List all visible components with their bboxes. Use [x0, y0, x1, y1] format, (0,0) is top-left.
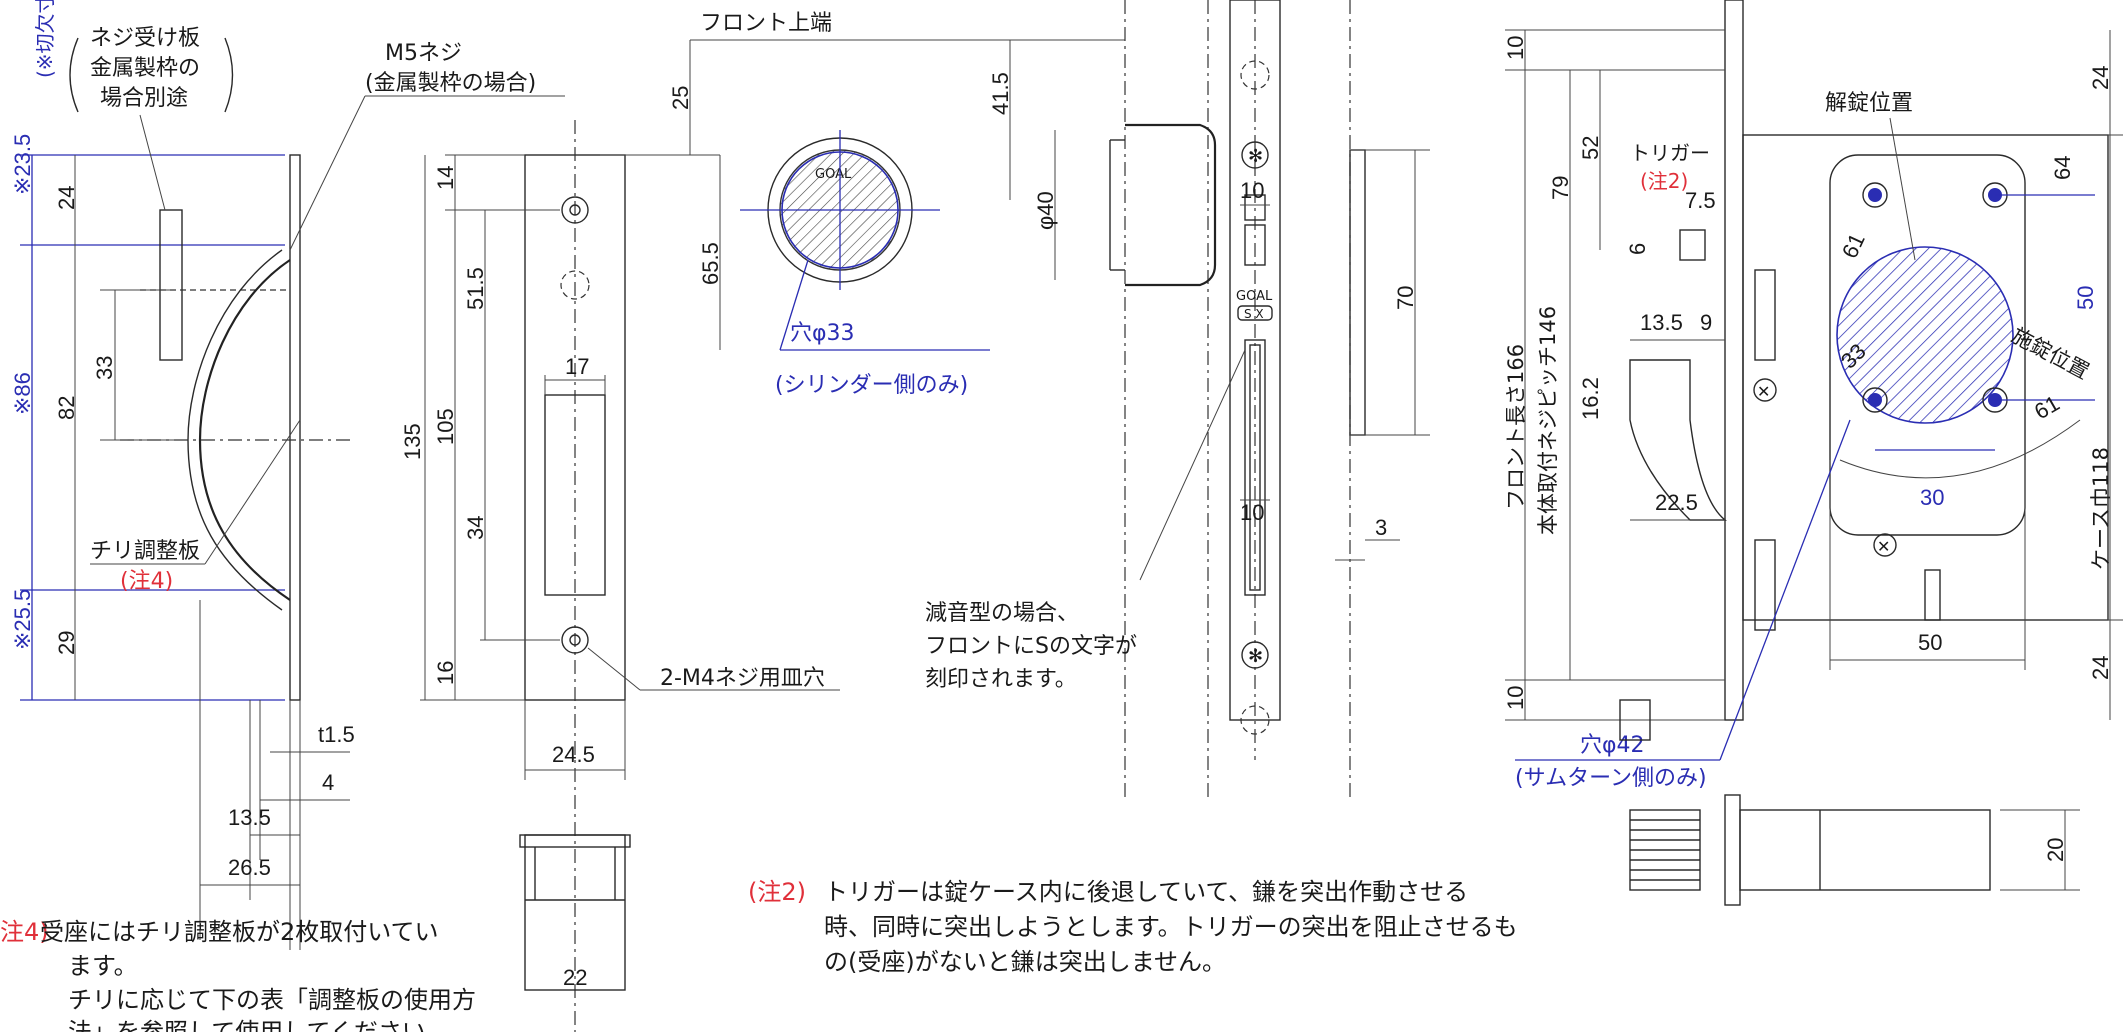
front-note-1: 減音型の場合、	[925, 601, 1079, 626]
screw-top: ✻	[1248, 146, 1263, 167]
label-m5-sub: (金属製枠の場合)	[365, 71, 536, 96]
m4-hole-label: 2-M4ネジ用皿穴	[660, 666, 825, 691]
dim-50v: 50	[2073, 286, 2098, 310]
dim-10a: 10	[1240, 178, 1264, 203]
note2-line2: 時、同時に突出しようとします。トリガーの突出を阻止させるも	[824, 913, 1518, 941]
case-width: ケース巾118	[2089, 447, 2113, 570]
dim-phi40: φ40	[1033, 191, 1058, 230]
dim-61a: 61	[1837, 229, 1870, 262]
dim-20: 20	[2043, 838, 2068, 862]
chiri-note: (注4)	[120, 569, 173, 594]
dim-52: 52	[1578, 136, 1603, 160]
trigger-label: トリガー	[1630, 141, 1710, 165]
thumb-hole: 穴φ42	[1580, 733, 1645, 758]
front-top-label: フロント上端	[700, 11, 832, 36]
note4-line2: ます。	[68, 952, 138, 980]
front-note-2: フロントにSの文字が	[925, 634, 1137, 659]
note2-tag: (注2)	[748, 878, 806, 906]
dim-t1-5: t1.5	[318, 722, 355, 747]
note4-line1: 受座にはチリ調整板が2枚取付いてい	[40, 918, 439, 946]
front-sx: S X	[1244, 307, 1264, 321]
note4-line4: 法」を参照して使用してください。	[68, 1018, 450, 1032]
lock-label: 施錠位置	[2008, 323, 2093, 384]
dim-22-5: 22.5	[1655, 490, 1698, 515]
dim-7-5: 7.5	[1685, 188, 1716, 213]
dim-26-5: 26.5	[228, 855, 271, 880]
dim-13-5-case: 13.5	[1640, 310, 1683, 335]
dim-25: 25	[668, 86, 693, 110]
dim-4: 4	[322, 770, 334, 795]
dim-16: 16	[433, 661, 458, 685]
dim-105: 105	[433, 408, 458, 445]
dim-9: 9	[1700, 310, 1712, 335]
unlock-label: 解錠位置	[1825, 91, 1913, 116]
dim-14: 14	[433, 166, 458, 190]
dim-82: 82	[54, 396, 79, 420]
dim-24-5: 24.5	[552, 742, 595, 767]
dim-22: 22	[563, 965, 587, 990]
label-metal1: 金属製枠の	[90, 56, 200, 81]
pitch-label: 本体取付ネジピッチ146	[1536, 306, 1560, 535]
dim-30: 30	[1920, 485, 1944, 510]
dim-10-top: 10	[1503, 36, 1528, 60]
note2-line1: トリガーは錠ケース内に後退していて、鎌を突出作動させる	[824, 878, 1468, 906]
dim-79: 79	[1548, 176, 1573, 200]
cylinder-view: フロント上端 25 65.5 GOAL 穴φ33 (シリンダー側のみ)	[600, 11, 1125, 398]
dim-10b: 10	[1240, 500, 1264, 525]
dim-13-5: 13.5	[228, 805, 271, 830]
dim-24b: 24	[2088, 656, 2113, 680]
dim-65-5: 65.5	[698, 242, 723, 285]
dim-23-5: ※23.5	[10, 134, 35, 195]
dim-24: 24	[54, 186, 79, 210]
dim-34: 34	[463, 516, 488, 540]
cyl-hole-sub: (シリンダー側のみ)	[775, 373, 968, 398]
dim-50h: 50	[1918, 630, 1942, 655]
label-metal2: 場合別途	[100, 86, 188, 111]
notes: (注2) トリガーは錠ケース内に後退していて、鎌を突出作動させる 時、同時に突出…	[0, 878, 1518, 1032]
dim-61b: 61	[2030, 390, 2064, 424]
cyl-hole: 穴φ33	[790, 321, 855, 346]
note2-line3: の(受座)がないと鎌は突出しません。	[824, 948, 1226, 976]
screw-bottom: ✻	[1248, 646, 1263, 667]
lock-front-view: 41.5 φ40 ✻ 10 GOAL S X ✻ 10 70 3 減音型の場合、…	[925, 0, 1430, 800]
dim-29: 29	[54, 631, 79, 655]
dim-3: 3	[1375, 515, 1387, 540]
dim-86: ※86	[10, 372, 35, 415]
front-note-3: 刻印されます。	[925, 667, 1077, 692]
cut-dim-note: (※切欠寸法)	[33, 0, 57, 78]
trigger-note: (注2)	[1640, 169, 1688, 193]
thumb-hole-sub: (サムターン側のみ)	[1515, 766, 1707, 791]
front-logo: GOAL	[1236, 289, 1273, 304]
case-screw-1: ✕	[1757, 382, 1770, 401]
dim-24a: 24	[2088, 66, 2113, 90]
dim-17: 17	[565, 354, 589, 379]
dim-51-5: 51.5	[463, 267, 488, 310]
dim-25-5: ※25.5	[10, 589, 35, 650]
dim-64: 64	[2050, 156, 2075, 180]
dim-33: 33	[92, 356, 117, 380]
front-strike-plate: 17 14 51.5 135 105 34 16 2-M4ネジ用皿穴 24.5 …	[400, 120, 840, 1032]
dim-70: 70	[1393, 286, 1418, 310]
chiri-label: チリ調整板	[90, 539, 200, 564]
dim-16-2: 16.2	[1578, 377, 1603, 420]
dim-41-5: 41.5	[988, 72, 1013, 115]
dim-135: 135	[400, 423, 425, 460]
strike-side-view: (※切欠寸法) ※23.5 ※86 ※25.5 24 82 29 33 ネジ受け…	[10, 0, 565, 950]
note4-line3: チリに応じて下の表「調整板の使用方	[68, 986, 476, 1014]
label-m5: M5ネジ	[385, 41, 462, 66]
dim-6: 6	[1625, 243, 1650, 255]
front-length: フロント長さ166	[1504, 344, 1528, 510]
cyl-logo: GOAL	[815, 167, 852, 182]
dim-10-bot: 10	[1503, 686, 1528, 710]
note4-tag: 注4)	[0, 918, 49, 946]
lock-case-view: 10 10 フロント長さ166 本体取付ネジピッチ146 52 79 トリガー …	[1503, 0, 2123, 906]
case-screw-2: ✕	[1877, 537, 1890, 556]
label-plate: ネジ受け板	[90, 26, 200, 51]
